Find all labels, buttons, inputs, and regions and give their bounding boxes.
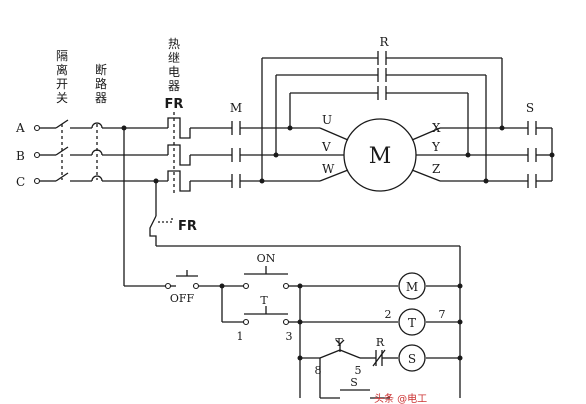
s-contact-label: S: [350, 376, 358, 389]
m-contactor-contacts: [231, 121, 241, 188]
node-7-label: 7: [439, 308, 446, 321]
fr-top-label: FR: [165, 97, 184, 112]
r-contactor-label: R: [379, 35, 389, 49]
coil-s: [398, 344, 426, 372]
terminal-b: [33, 151, 41, 159]
breaker-label: 断 路 器: [95, 62, 107, 105]
svg-text:器: 器: [168, 79, 180, 93]
svg-text:器: 器: [95, 91, 107, 105]
svg-text:路: 路: [95, 76, 107, 91]
coil-m: [398, 272, 426, 300]
watermark: 头条 @电工: [374, 392, 427, 404]
r-bridge-lines: [261, 51, 503, 181]
terminal-w-label: W: [322, 162, 335, 176]
phase-b-label: B: [16, 149, 25, 163]
t-contact-label: T: [335, 336, 343, 349]
svg-text:热: 热: [168, 37, 180, 51]
terminal-x-label: X: [432, 121, 441, 135]
s-contactor-contacts: [527, 121, 537, 188]
control-junction-dots: [219, 283, 463, 361]
on-button-label: ON: [257, 252, 276, 265]
svg-text:隔: 隔: [56, 49, 68, 63]
button-terminals: [164, 282, 290, 326]
coil-m-label: M: [406, 280, 418, 294]
isolator-label: 隔 离 开 关: [56, 49, 68, 105]
power-line-a: [40, 119, 320, 129]
phase-c-label: C: [16, 175, 25, 189]
svg-text:关: 关: [56, 91, 68, 105]
terminal-c: [33, 177, 41, 185]
node-3-label: 3: [286, 330, 293, 343]
s-junction-dots: [549, 152, 555, 158]
motor-leads: [319, 127, 441, 182]
phase-a-label: A: [15, 121, 25, 135]
coil-s-label: S: [408, 352, 416, 366]
terminal-y-label: Y: [431, 140, 441, 154]
terminal-u-label: U: [322, 113, 332, 127]
svg-text:断: 断: [95, 62, 107, 77]
svg-text:继: 继: [168, 51, 180, 65]
terminal-v-label: V: [321, 140, 331, 154]
node-5-label: 5: [355, 364, 362, 377]
terminal-z-label: Z: [432, 162, 440, 176]
fr-lower-label: FR: [178, 219, 197, 234]
svg-text:离: 离: [56, 62, 68, 77]
svg-text:电: 电: [168, 65, 180, 79]
thermal-relay-elements: [167, 112, 191, 196]
off-button-label: OFF: [170, 292, 195, 305]
motor-label: M: [369, 144, 392, 169]
coil-t-label: T: [408, 316, 416, 330]
r-contact-label: R: [376, 336, 385, 349]
power-line-b: [40, 146, 320, 156]
node-8-label: 8: [315, 364, 322, 377]
svg-text:开: 开: [56, 77, 68, 91]
s-contactor-label: S: [526, 101, 534, 115]
right-lines: [440, 127, 553, 182]
thermal-relay-label: 热 继 电 器: [168, 37, 180, 93]
node-1-label: 1: [237, 330, 244, 343]
t-button-label: T: [260, 294, 268, 307]
node-2-label: 2: [385, 308, 392, 321]
terminal-a: [33, 124, 41, 132]
coil-t: [398, 308, 426, 336]
m-contactor-label: M: [230, 101, 242, 115]
